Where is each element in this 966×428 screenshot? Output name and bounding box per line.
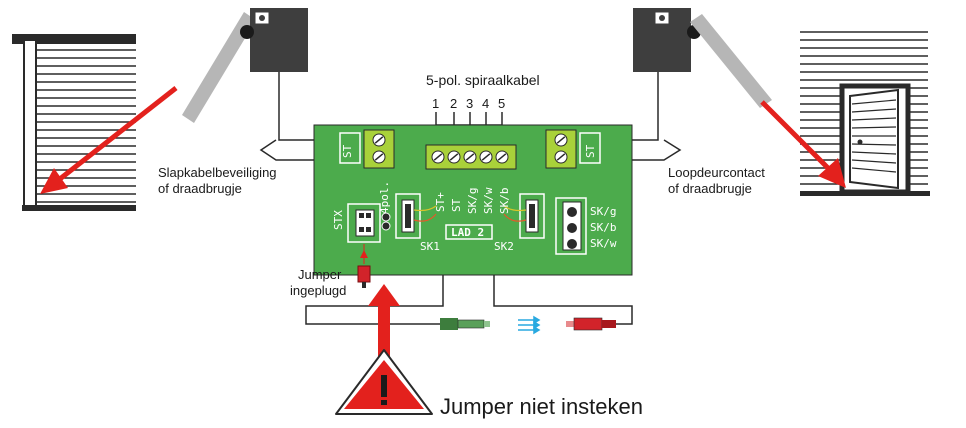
warning-up-arrow [368,284,400,358]
four-pol-label: 4pol. [378,180,391,214]
jumper-label-line1: Jumper [298,267,342,282]
sk1-label: SK1 [420,240,440,253]
terminal-number-1: 1 [432,96,440,111]
terminal-number-4: 4 [482,96,490,111]
left-cable-fork [259,139,316,161]
right-pin-sk-b: SK/b [590,221,617,234]
left-label-line1: Slapkabelbeveiliging [158,165,277,180]
pin-label-sk-g: SK/g [466,187,479,215]
left-cable [278,72,316,141]
warning-triangle-icon [335,349,433,415]
st-right-label: ST [584,144,597,158]
terminal-st-left [339,129,395,169]
lad2-chip [445,224,493,240]
green-plug [440,318,490,330]
stx-label: STX [332,210,345,230]
terminal-number-5: 5 [498,96,506,111]
right-pin-sk-w: SK/w [590,237,617,250]
left-label-line2: of draadbrugje [158,181,242,196]
lower-cable-right [493,275,633,325]
door [839,83,911,195]
warning-text: Jumper niet insteken [440,394,643,419]
right-cable-fork [630,139,682,161]
left-red-arrow [40,86,178,194]
pin-label-st: ST [450,198,463,212]
terminal-number-2: 2 [450,96,458,111]
terminal-st-right [545,129,601,169]
terminal-5pol [425,144,517,170]
pin-label-sk-w: SK/w [482,187,495,215]
sk1-connector [395,193,437,239]
sk-right-connector [555,197,587,255]
left-gate [12,34,136,211]
sk2-connector [503,193,545,239]
pin-label-sk-b: SK/b [498,187,511,215]
jumper-plug [357,244,371,288]
sk2-label: SK2 [494,240,514,253]
stx-connector [347,203,391,243]
left-device [182,8,308,123]
lower-cable-left [305,275,444,325]
right-red-arrow [760,100,846,188]
lad-label: LAD 2 [451,226,485,239]
right-cable [630,72,659,141]
pin-label-st-plus: ST+ [434,192,447,212]
flow-arrows [518,315,541,335]
jumper-label-line2: ingeplugd [290,283,347,298]
red-plug [566,317,616,331]
right-label-line1: Loopdeurcontact [668,165,765,180]
right-label-line2: of draadbrugje [668,181,752,196]
cable-title: 5-pol. spiraalkabel [426,72,540,88]
right-pin-sk-g: SK/g [590,205,617,218]
right-device [633,8,772,108]
st-left-label: ST [341,144,354,158]
terminal-number-3: 3 [466,96,474,111]
